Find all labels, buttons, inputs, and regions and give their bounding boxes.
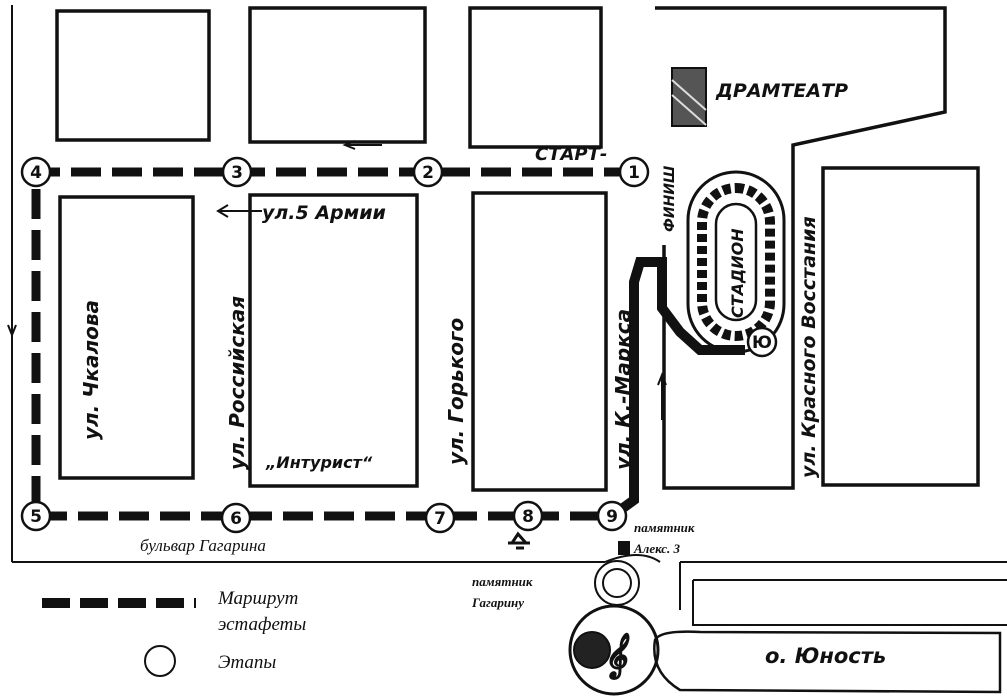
- monument-gagarin-label-2: Гагарину: [471, 595, 524, 610]
- legend-stage-label: Этапы: [218, 652, 276, 673]
- block: [471, 191, 608, 492]
- monument-gagarin-marker: [508, 531, 530, 550]
- stage-circle: [20, 156, 52, 188]
- stage-circle: [618, 156, 650, 188]
- stage-label: 8: [522, 507, 534, 527]
- dramteatr-label: ДРАМТЕАТР: [715, 80, 848, 102]
- svg-text:𝄞: 𝄞: [604, 633, 629, 680]
- city-blocks: [55, 6, 980, 492]
- map-frame: [11, 5, 1007, 563]
- start-label: СТАРТ-: [535, 144, 607, 165]
- stage-circle: [746, 326, 778, 358]
- monument-alex-label-2: Алекс. 3: [633, 541, 680, 556]
- stage-label: Ю: [752, 333, 772, 353]
- music-pavilion: [568, 604, 660, 696]
- stage-label: 1: [628, 163, 640, 183]
- street-rossiyskaya-label: ул. Российская: [225, 296, 249, 470]
- legend-stage-swatch: [144, 645, 176, 677]
- stage-label: 9: [606, 507, 618, 527]
- block: [248, 6, 427, 144]
- street-boulevard-label: бульвар Гагарина: [140, 536, 266, 555]
- stage-circle: [221, 156, 253, 188]
- block: [821, 166, 980, 487]
- monument-markers: [508, 531, 630, 555]
- block: [248, 193, 419, 488]
- block: [55, 9, 211, 142]
- block: [468, 6, 603, 149]
- block: [58, 195, 195, 480]
- monument-gagarin-label-1: памятник: [472, 574, 533, 589]
- finish-label: ФИНИШ: [662, 166, 678, 232]
- stage-label: 6: [230, 509, 242, 529]
- park-area: 𝄞: [568, 560, 1007, 696]
- stage-label: 7: [434, 509, 446, 529]
- stage-label: 4: [30, 163, 42, 183]
- monument-alex-marker: [618, 541, 630, 555]
- street-chkalova-label: ул. Чкалова: [79, 300, 103, 440]
- block-stadium: [655, 6, 947, 490]
- stage-circle: [596, 500, 628, 532]
- stage-label: 5: [30, 507, 42, 527]
- stage-markers: 1 2 3 4 5 6 7 8 9 Ю: [20, 156, 778, 534]
- legend-route-label-1: Маршрут: [217, 588, 298, 609]
- street-gorkogo-label: ул. Горького: [444, 318, 468, 465]
- stage-circle: [412, 156, 444, 188]
- legend-route-label-2: эстафеты: [218, 614, 306, 635]
- stage-label: 3: [231, 163, 243, 183]
- direction-arrows: [7, 140, 667, 420]
- stage-circle: [20, 500, 52, 532]
- dramteatr-building: [671, 67, 707, 127]
- street-krasnogo-label: ул. Красного Восстания: [798, 216, 820, 478]
- street-marksa-label: ул. К.-Маркса: [611, 309, 635, 470]
- stage-circle: [220, 502, 252, 534]
- inturist-label: „Интурист“: [265, 453, 373, 472]
- legend: Маршрут эстафеты Этапы: [42, 588, 306, 677]
- stage-circle: [424, 502, 456, 534]
- stadium-label: СТАДИОН: [728, 228, 747, 318]
- monument-alex-label-1: памятник: [634, 520, 695, 535]
- relay-route: [31, 167, 745, 521]
- street-armii-label: ул.5 Армии: [262, 202, 386, 224]
- stage-circle: [512, 500, 544, 532]
- yunost-label: о. Юность: [765, 644, 886, 668]
- stage-label: 2: [422, 163, 434, 183]
